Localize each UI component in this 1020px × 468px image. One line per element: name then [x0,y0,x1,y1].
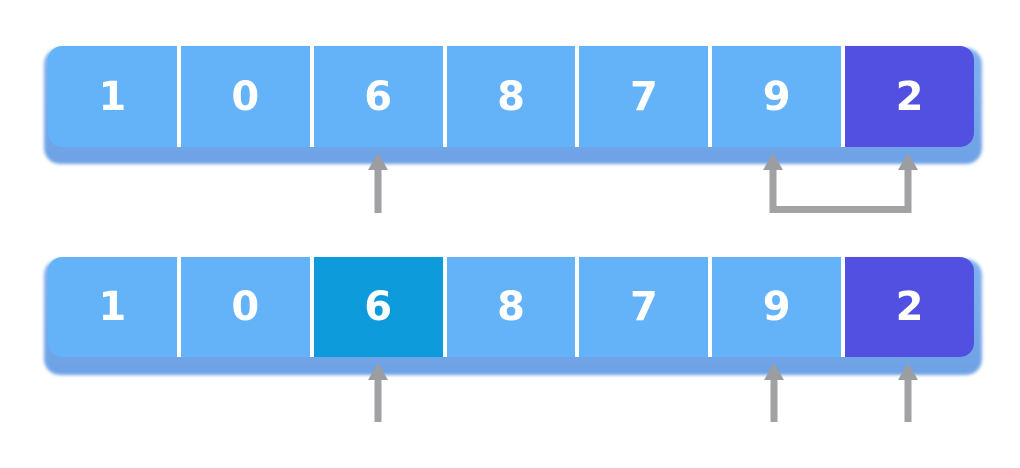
bottom-cell-1: 0 [180,257,314,357]
array-row-top: 1 0 6 8 7 9 2 [44,46,982,167]
array-cells-top: 1 0 6 8 7 9 2 [48,46,974,147]
array-row-bottom: 1 0 6 8 7 9 2 [44,255,982,378]
bracket-path [769,168,912,213]
top-cell-1: 0 [180,46,314,147]
top-cell-2: 6 [313,46,447,147]
bottom-cell-5: 9 [712,257,846,357]
top-cell-3: 8 [446,46,580,147]
top-cell-0: 1 [48,46,181,147]
bottom-cell-6-pivot: 2 [845,257,974,357]
bottom-cell-0: 1 [48,257,181,357]
top-cell-4: 7 [579,46,713,147]
bottom-cell-4: 7 [579,257,713,357]
top-cell-5: 9 [712,46,846,147]
array-cells-bottom: 1 0 6 8 7 9 2 [48,257,974,357]
bottom-cell-3: 8 [446,257,580,357]
top-cell-6-pivot: 2 [845,46,974,147]
bottom-cell-2-highlighted: 6 [313,257,447,357]
